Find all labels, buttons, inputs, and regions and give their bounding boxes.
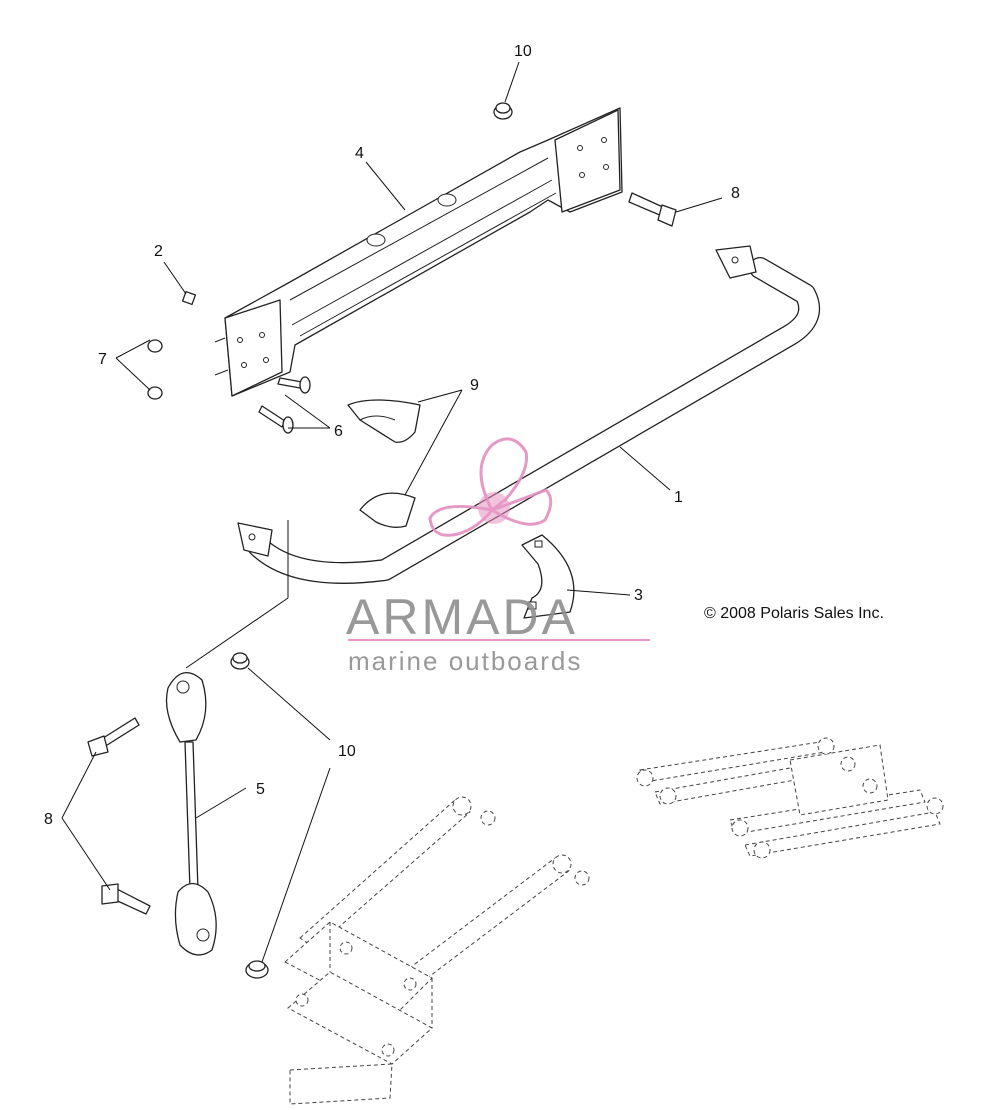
nut-lower-part — [147, 386, 163, 400]
watermark-name: ARMADA — [346, 589, 578, 645]
callout-1: 1 — [674, 489, 683, 506]
bolt-top-part — [628, 192, 677, 227]
copyright-notice: © 2008 Polaris Sales Inc. — [704, 605, 884, 622]
front-suspension-reference-assembly — [636, 737, 944, 859]
stabilizer-bar-part — [237, 245, 820, 584]
link-rod-part — [165, 672, 217, 956]
callout-4: 4 — [355, 145, 364, 162]
bolt-upper-left-part — [87, 717, 140, 757]
bolt-lower-left-part — [101, 883, 151, 915]
callout-labels: 10 4 8 2 7 6 9 1 3 10 5 8 — [44, 43, 740, 828]
callout-5: 5 — [256, 781, 265, 798]
grease-fitting-part — [181, 290, 197, 306]
callout-7: 7 — [98, 351, 107, 368]
bushing-lower-part — [359, 492, 416, 528]
callout-6: 6 — [334, 423, 343, 440]
pin-upper-part — [277, 376, 311, 394]
flange-nut-bottom-part — [245, 960, 269, 979]
callout-8-top: 8 — [731, 185, 740, 202]
callout-9: 9 — [470, 377, 479, 394]
bushing-upper-part — [347, 399, 421, 443]
nut-upper-part — [147, 339, 163, 353]
callout-10-top: 10 — [514, 43, 532, 60]
callout-2: 2 — [154, 243, 163, 260]
watermark-tagline: marine outboards — [348, 646, 582, 676]
rear-suspension-reference-assembly — [284, 796, 590, 1105]
leader-lines — [61, 61, 723, 963]
clamp-part — [521, 534, 575, 619]
mounting-bracket-part — [214, 107, 623, 397]
flange-nut-top-part — [493, 102, 513, 120]
callout-10-bottom: 10 — [338, 743, 356, 760]
flange-nut-middle-part — [230, 652, 250, 670]
callout-8-bottom: 8 — [44, 811, 53, 828]
callout-3: 3 — [634, 587, 643, 604]
propeller-logo — [428, 437, 553, 537]
pin-lower-part — [258, 405, 294, 434]
armada-watermark: ARMADA marine outboards — [346, 437, 650, 676]
